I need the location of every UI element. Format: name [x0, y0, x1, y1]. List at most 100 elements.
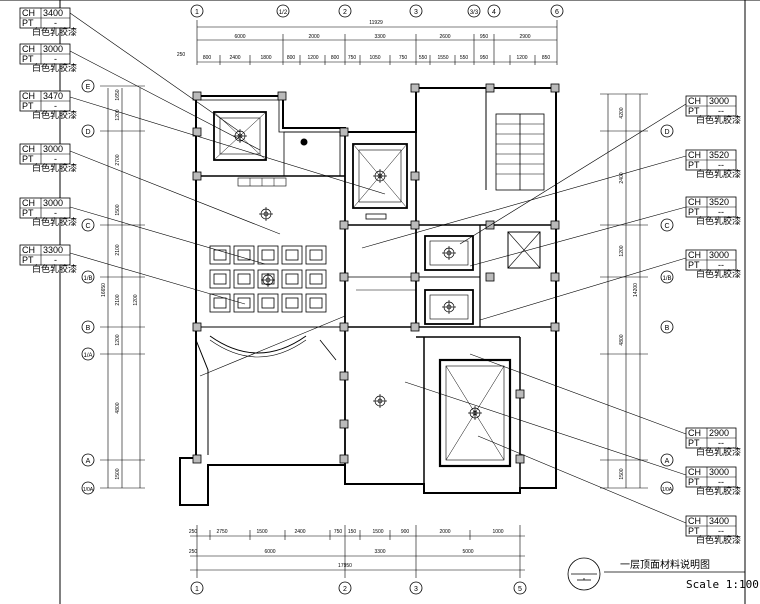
svg-text:1: 1 — [195, 9, 199, 16]
svg-text:2700: 2700 — [115, 154, 121, 165]
svg-text:6000: 6000 — [264, 549, 275, 555]
floor-plan — [179, 87, 557, 506]
svg-text:1800: 1800 — [260, 55, 271, 61]
svg-text:B: B — [86, 325, 91, 332]
svg-text:CH: CH — [688, 428, 701, 438]
svg-text:5000: 5000 — [462, 549, 473, 555]
svg-text:A: A — [86, 458, 91, 465]
axis-bubble-top-3: 3 — [409, 4, 423, 18]
axis-bubble-bottom-5: 5 — [513, 581, 527, 595]
svg-text:白色乳胶漆: 白色乳胶漆 — [696, 534, 741, 545]
left-overall-dim: 16650 — [101, 283, 107, 297]
svg-text:2100: 2100 — [115, 244, 121, 255]
bottom-dim-row1: 250 2750 1500 2400 750 150 1500 900 2000… — [189, 529, 504, 535]
svg-text:750: 750 — [399, 55, 408, 61]
axis-bubble-top-3-3: 3/3 — [467, 4, 481, 18]
axis-bubble-right-B: B — [660, 320, 674, 334]
columns — [192, 83, 560, 464]
svg-text:950: 950 — [480, 55, 489, 61]
svg-text:CH: CH — [22, 91, 35, 101]
top-axis: 1 1/2 2 3 3/3 4 6 — [190, 4, 564, 18]
svg-text:白色乳胶漆: 白色乳胶漆 — [696, 114, 741, 125]
svg-text:--: -- — [718, 260, 724, 270]
svg-text:白色乳胶漆: 白色乳胶漆 — [32, 62, 77, 73]
svg-text:白色乳胶漆: 白色乳胶漆 — [32, 216, 77, 227]
svg-text:3520: 3520 — [709, 150, 729, 160]
axis-bubble-left-1B: 1/B — [81, 270, 95, 284]
top-overall-dim: 11929 — [369, 20, 383, 26]
axis-bubble-right-A: A — [660, 453, 674, 467]
svg-text:1200: 1200 — [115, 334, 121, 345]
svg-text:B: B — [665, 325, 670, 332]
svg-text:E: E — [86, 84, 91, 91]
svg-text:白色乳胶漆: 白色乳胶漆 — [696, 485, 741, 496]
svg-text:850: 850 — [542, 55, 551, 61]
axis-bubble-left-1A: 1/A — [81, 347, 95, 361]
svg-text:PT: PT — [688, 160, 700, 170]
svg-text:--: -- — [718, 526, 724, 536]
svg-text:1500: 1500 — [372, 529, 383, 535]
svg-text:4800: 4800 — [619, 334, 625, 345]
svg-text:CH: CH — [688, 150, 701, 160]
top-dim-row2: 800 2400 1800 800 1200 800 750 1050 750 … — [203, 55, 551, 61]
svg-text:2000: 2000 — [308, 34, 319, 40]
right-dims: 4200 2400 1200 4800 1500 — [619, 107, 625, 479]
svg-text:白色乳胶漆: 白色乳胶漆 — [696, 446, 741, 457]
axis-bubble-top-1-2: 1/2 — [276, 4, 290, 18]
svg-text:3000: 3000 — [709, 96, 729, 106]
svg-text:D: D — [85, 129, 90, 136]
svg-text:3000: 3000 — [709, 467, 729, 477]
drawing-scale: Scale 1:100 — [686, 578, 759, 591]
svg-text:2400: 2400 — [229, 55, 240, 61]
svg-text:C: C — [664, 223, 669, 230]
svg-text:1/0A: 1/0A — [83, 487, 94, 493]
svg-text:CH: CH — [22, 8, 35, 18]
svg-text:PT: PT — [688, 207, 700, 217]
svg-text:1/0A: 1/0A — [662, 487, 673, 493]
svg-text:3/3: 3/3 — [470, 10, 479, 16]
axis-bubble-left-B: B — [81, 320, 95, 334]
axis-bubble-bottom-2: 2 — [338, 581, 352, 595]
svg-text:4200: 4200 — [619, 107, 625, 118]
svg-text:3000: 3000 — [43, 44, 63, 54]
svg-text:2900: 2900 — [519, 34, 530, 40]
svg-text:1200: 1200 — [516, 55, 527, 61]
svg-text:--: -- — [718, 438, 724, 448]
svg-text:PT: PT — [688, 526, 700, 536]
svg-text:2100: 2100 — [115, 294, 121, 305]
svg-text:--: -- — [718, 106, 724, 116]
axis-bubble-bottom-1: 1 — [190, 581, 204, 595]
svg-text:--: -- — [718, 160, 724, 170]
svg-text:PT: PT — [22, 101, 34, 111]
top-dim-row1: 6000 2000 3300 2600 950 2900 — [234, 34, 530, 40]
bottom-overall-dim: 17950 — [338, 563, 352, 569]
svg-text:CH: CH — [688, 516, 701, 526]
svg-text:3520: 3520 — [709, 197, 729, 207]
svg-text:1: 1 — [195, 586, 199, 593]
svg-text:2: 2 — [343, 9, 347, 16]
right-axis — [600, 93, 648, 489]
axis-bubble-left-E: E — [81, 79, 95, 93]
axis-bubble-right-10A: 1/0A — [660, 481, 674, 495]
svg-text:1200: 1200 — [115, 109, 121, 120]
axis-bubble-left-D: D — [81, 124, 95, 138]
axis-bubble-left-A: A — [81, 453, 95, 467]
svg-text:3300: 3300 — [43, 245, 63, 255]
svg-text:900: 900 — [401, 529, 410, 535]
axis-bubble-top-1: 1 — [190, 4, 204, 18]
svg-text:PT: PT — [22, 54, 34, 64]
svg-text:3000: 3000 — [709, 250, 729, 260]
svg-text:750: 750 — [348, 55, 357, 61]
svg-text:950: 950 — [480, 34, 489, 40]
bottom-dimensions — [190, 525, 525, 578]
